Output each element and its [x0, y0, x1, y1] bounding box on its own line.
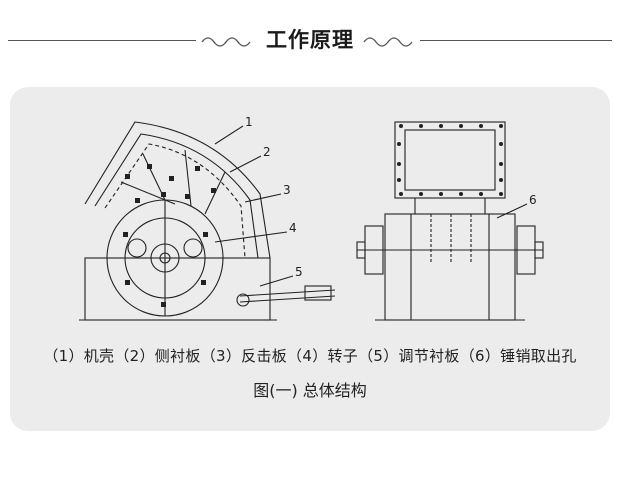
- side-view-base: [84, 257, 271, 321]
- page-title: 工作原理: [266, 28, 354, 52]
- callout-1: 1: [245, 115, 253, 129]
- swirl-ornament-right-icon: [363, 37, 413, 47]
- content-panel: 1 2 3 4 5: [10, 87, 610, 431]
- swirl-ornament-left-icon: [201, 37, 251, 47]
- callout-4: 4: [289, 221, 297, 235]
- side-view-adjusting-rod: [239, 289, 336, 297]
- side-view-housing: [84, 121, 271, 259]
- side-view-drawing: [79, 121, 336, 321]
- crusher-structure-diagram: 1 2 3 4 5: [79, 115, 544, 321]
- side-view-callouts: 1 2 3 4 5: [245, 115, 303, 279]
- parts-legend: （1）机壳（2）侧衬板（3）反击板（4）转子（5）调节衬板（6）锤销取出孔: [43, 347, 577, 365]
- side-view-hammer-marks: [123, 164, 216, 307]
- front-view-body: [384, 213, 516, 321]
- section-header: 工作原理: [0, 22, 620, 58]
- front-view-hopper: [394, 121, 506, 199]
- callout-2: 2: [263, 145, 271, 159]
- front-view-drawing: [356, 121, 544, 321]
- front-view-bolt-marks: [397, 124, 503, 196]
- callout-3: 3: [283, 183, 291, 197]
- callout-6: 6: [529, 193, 537, 207]
- header-rule-left: [8, 40, 196, 41]
- callout-5: 5: [295, 265, 303, 279]
- figure-caption: 图(一) 总体结构: [253, 381, 367, 400]
- header-rule-right: [420, 40, 612, 41]
